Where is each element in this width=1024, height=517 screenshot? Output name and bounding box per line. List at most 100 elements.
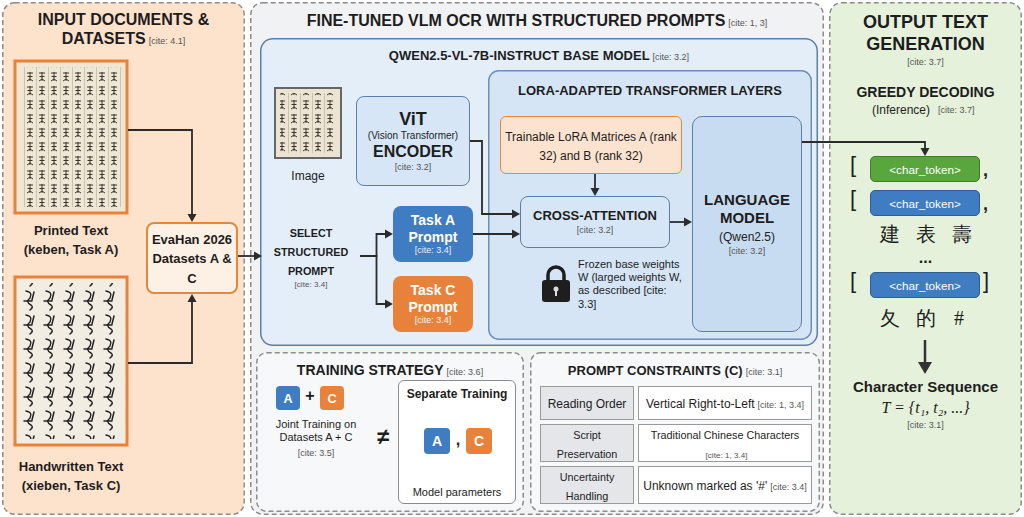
annotation-text: #	[954, 306, 964, 330]
text-group: Printed Text (keben, Task A)	[14, 220, 128, 258]
text-group: A	[279, 388, 297, 407]
box-text: Printed Text (keben, Task A)	[24, 223, 119, 257]
token-box: <char_token>	[870, 272, 980, 298]
annotation-text: T = {t₁, t₂, ...}	[829, 398, 1022, 417]
annotation-text: Joint Training on Datasets A + C	[262, 418, 370, 444]
text-group: C	[323, 388, 341, 407]
connector-line	[128, 130, 192, 215]
box-text: Task C Prompt	[396, 282, 470, 316]
text-group: Script Preservation	[544, 424, 630, 462]
heading-group: PROMPT CONSTRAINTS (C)[cite: 3.1]	[530, 352, 820, 379]
text-group: Task C Prompt[cite: 3.4]	[396, 282, 470, 326]
heading-group: FINE-TUNED VLM OCR WITH STRUCTURED PROMP…	[250, 2, 824, 30]
language-model-box: LANGUAGE MODEL(Qwen2.5)[cite: 3.2]	[692, 116, 802, 332]
panel-background	[531, 353, 820, 512]
box-text: ENCODER	[360, 142, 466, 161]
box-text: <char_token>	[889, 197, 960, 210]
down-arrow	[918, 340, 932, 374]
heading-group: OUTPUT TEXT GENERATION[cite: 3.7]	[829, 2, 1022, 68]
connector-arrow	[591, 174, 600, 196]
box-text: SELECT STRUCTURED PROMPT	[274, 227, 348, 277]
table-cell: Unknown marked as '#'[cite: 3.4]	[638, 466, 812, 504]
connector-line	[802, 142, 925, 149]
box-text: A	[283, 392, 292, 406]
prompt-box: Task C Prompt[cite: 3.4]	[393, 276, 473, 332]
box-text: CROSS-ATTENTION	[524, 208, 666, 224]
heading-text: FINE-TUNED VLM OCR WITH STRUCTURED PROMP…	[307, 12, 726, 29]
layer-panel: LORA-ADAPTED TRANSFORMER LAYERSTrainable…	[488, 70, 812, 340]
text-group: Image	[270, 165, 346, 184]
handwritten-glyphs	[21, 283, 121, 439]
annotation-text: [cite: 3.5]	[262, 448, 370, 459]
table-cell: Script Preservation	[540, 424, 634, 462]
image-icon: Image	[270, 86, 346, 186]
text-group: A	[427, 431, 447, 450]
annotation-text: ...	[829, 248, 1022, 267]
citation: [cite: 1, 3.4]	[706, 451, 748, 461]
citation: [cite: 3.4]	[396, 245, 470, 256]
box-text: ViT	[360, 109, 466, 131]
text-group: Traditional Chinese Characters[cite: 1, …	[642, 424, 808, 462]
heading-group: TRAINING STRATEGY[cite: 3.6]	[256, 352, 524, 379]
annotation-text: [	[850, 270, 856, 292]
box-text: Script Preservation	[557, 429, 618, 460]
text-group: Reading Order	[544, 393, 630, 412]
text-group: LANGUAGE MODEL(Qwen2.5)[cite: 3.2]	[696, 191, 798, 256]
connector-arrow	[360, 230, 393, 257]
text-group: Unknown marked as '#'[cite: 3.4]	[642, 475, 808, 494]
arrow-shaft	[924, 340, 927, 364]
panel-background	[3, 3, 245, 515]
connector-arrow	[360, 256, 393, 309]
lock-body	[542, 280, 570, 302]
citation: [cite: 3.2]	[653, 52, 690, 63]
arrow-head	[591, 188, 600, 196]
text-group: <char_token>	[874, 193, 976, 212]
text-group: ViT(Vision Transformer)ENCODER[cite: 3.2…	[360, 109, 466, 174]
arrow-head	[385, 300, 393, 309]
box-text: Separate Training	[407, 387, 508, 401]
text-group: <char_token>	[874, 275, 976, 294]
text-group: Trainable LoRA Matrices A (rank 32) and …	[504, 126, 678, 164]
lora-box: Trainable LoRA Matrices A (rank 32) and …	[500, 116, 682, 174]
image-frame	[15, 277, 127, 445]
connector-arrow	[473, 230, 520, 239]
token-box: <char_token>	[870, 156, 980, 182]
citation: [cite: 3.1]	[746, 367, 783, 378]
box-text: EvaHan 2026 Datasets A & C	[152, 232, 232, 285]
citation: [cite: 1, 3]	[728, 18, 767, 29]
panel-background	[261, 39, 818, 346]
connector-arrow	[128, 130, 197, 222]
connector-line	[473, 233, 513, 235]
connector-line	[128, 301, 192, 363]
text-group: EvaHan 2026 Datasets A & C	[151, 229, 233, 287]
citation: [cite: 3.2]	[524, 225, 666, 236]
lock-icon	[542, 267, 570, 302]
printed-glyphs	[280, 93, 336, 153]
image-frame	[275, 88, 341, 158]
prompt-selector: SELECT STRUCTURED PROMPT[cite: 3.4]	[262, 226, 360, 286]
panel-background	[251, 3, 824, 515]
citation: [cite: 3.4]	[265, 280, 357, 290]
box-text: Vertical Right-to-Left	[646, 397, 755, 411]
connector-arrow	[238, 252, 262, 261]
box-text: Trainable LoRA Matrices A (rank 32) and …	[505, 130, 677, 163]
connector-line	[670, 221, 685, 223]
annotation-text: 壽	[952, 222, 972, 246]
heading-text: OUTPUT TEXT GENERATION	[837, 12, 1014, 55]
box-text: Handwritten Text (xieben, Task C)	[19, 459, 124, 493]
text-group: CROSS-ATTENTION[cite: 3.2]	[524, 208, 666, 235]
text-group: SELECT STRUCTURED PROMPT [cite: 3.4]	[265, 222, 357, 290]
annotation-text: ,	[983, 194, 988, 216]
panel: INPUT DOCUMENTS & DATASETS[cite: 4.1]Pri…	[2, 2, 245, 515]
dataset-square: A	[276, 386, 300, 410]
box-text: (Vision Transformer)	[360, 130, 466, 142]
panel-background	[489, 71, 812, 340]
annotation-text: [cite: 3.1]	[829, 420, 1022, 431]
box-text: LANGUAGE MODEL	[696, 191, 798, 227]
arrow-head	[512, 210, 520, 219]
text-group: Task A Prompt[cite: 3.4]	[396, 212, 470, 256]
citation: [cite: 4.1]	[149, 36, 186, 47]
annotation-text: +	[300, 386, 320, 405]
box-text: <char_token>	[889, 163, 960, 176]
citation: [cite: 3.2]	[696, 246, 798, 257]
